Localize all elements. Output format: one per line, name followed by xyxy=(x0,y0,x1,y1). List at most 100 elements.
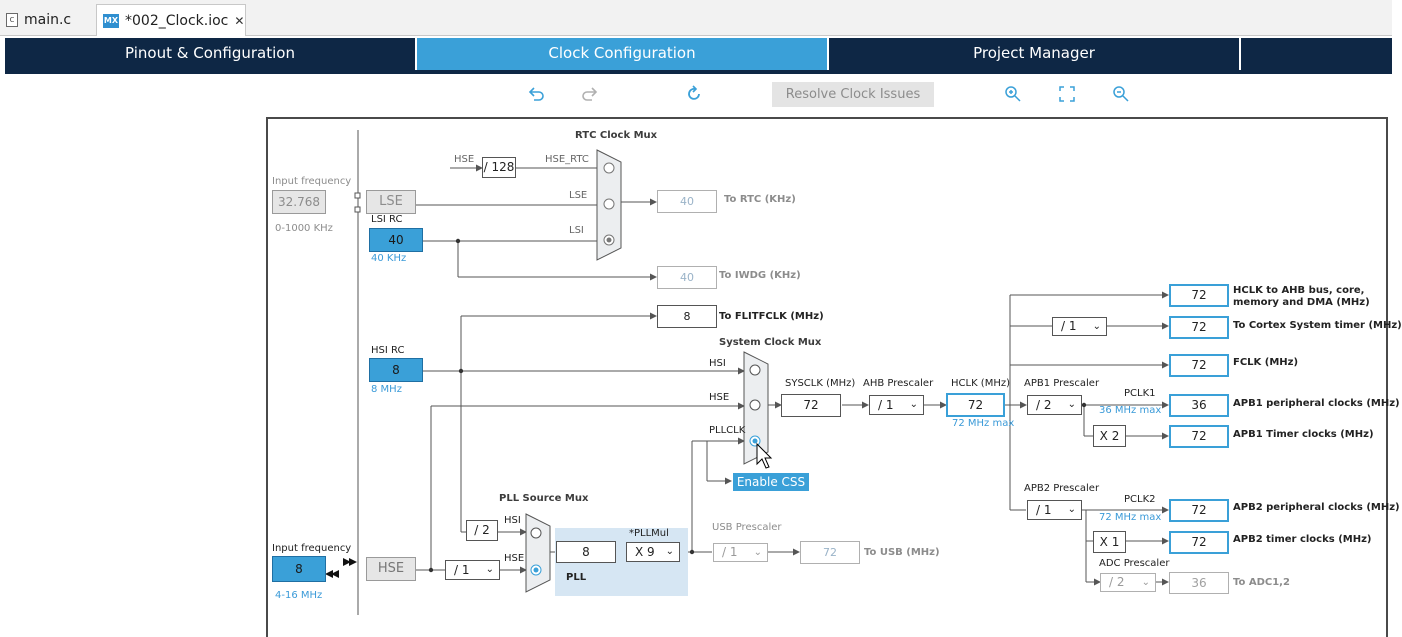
apb2-prescaler-value: / 1 xyxy=(1036,503,1052,517)
fit-screen-icon[interactable] xyxy=(1057,84,1077,104)
tab-pinout-configuration[interactable]: Pinout & Configuration xyxy=(5,38,417,70)
iwdg-output-label: To IWDG (KHz) xyxy=(719,270,801,281)
usb-prescaler-value: / 1 xyxy=(722,545,738,559)
system-clock-mux-title: System Clock Mux xyxy=(719,337,822,348)
tab-underline xyxy=(5,70,1392,74)
hse-input-frequency-field[interactable]: 8 xyxy=(272,556,326,582)
hclk-ahb-output-label-line2: memory and DMA (MHz) xyxy=(1233,297,1370,308)
adc-output-label: To ADC1,2 xyxy=(1233,577,1290,588)
flitfclk-output-value: 8 xyxy=(657,305,717,328)
enable-css-button[interactable]: Enable CSS xyxy=(733,473,809,491)
hclk-value-field[interactable]: 72 xyxy=(946,393,1005,417)
pllsrc-hse-label: HSE xyxy=(504,553,525,564)
lse-range-label: 0-1000 KHz xyxy=(275,223,333,234)
cortex-timer-output-value: 72 xyxy=(1169,316,1229,339)
close-icon[interactable]: ✕ xyxy=(234,13,245,28)
hclk-ahb-output-label: HCLK to AHB bus, core, xyxy=(1233,285,1365,296)
hse-prediv-select[interactable]: / 1⌄ xyxy=(445,560,500,580)
apb1-prescaler-value: / 2 xyxy=(1036,398,1052,412)
hse-range-label: 4-16 MHz xyxy=(275,590,323,601)
hse-rtc-divider: / 128 xyxy=(482,157,516,178)
adc-prescaler-value: / 2 xyxy=(1109,575,1125,589)
redo-icon[interactable] xyxy=(580,84,600,104)
usb-prescaler-select[interactable]: / 1⌄ xyxy=(713,543,768,562)
refresh-icon[interactable] xyxy=(684,84,704,104)
c-file-icon: c xyxy=(6,13,18,27)
pllmul-value: X 9 xyxy=(635,545,655,559)
pclk2-label: PCLK2 xyxy=(1124,494,1156,505)
apb2-timer-output-value: 72 xyxy=(1169,531,1229,554)
fclk-output-value: 72 xyxy=(1169,354,1229,377)
apb1-prescaler-select[interactable]: / 2⌄ xyxy=(1027,395,1082,415)
undo-icon[interactable] xyxy=(526,84,546,104)
hclk-ahb-output-value: 72 xyxy=(1169,284,1229,307)
apb1-max-label: 36 MHz max xyxy=(1099,405,1162,416)
rtc-lsi-label: LSI xyxy=(569,225,584,236)
chevron-down-icon: ⌄ xyxy=(1067,504,1076,515)
ahb-prescaler-label: AHB Prescaler xyxy=(863,378,934,389)
pll-input-value: 8 xyxy=(556,541,616,563)
apb2-timer-output-label: APB2 timer clocks (MHz) xyxy=(1233,534,1372,545)
apb2-peripheral-output-label: APB2 peripheral clocks (MHz) xyxy=(1233,502,1400,513)
hclk-label: HCLK (MHz) xyxy=(951,378,1011,389)
sysmux-hse-label: HSE xyxy=(709,392,730,403)
resolve-clock-issues-button[interactable]: Resolve Clock Issues xyxy=(772,82,934,107)
editor-tab-main-c[interactable]: c main.c xyxy=(0,4,95,36)
sysclk-label: SYSCLK (MHz) xyxy=(785,378,856,389)
editor-tab-clock-ioc[interactable]: MX *002_Clock.ioc ✕ xyxy=(96,4,246,36)
iwdg-output-value: 40 xyxy=(657,266,717,289)
pllmul-label: *PLLMul xyxy=(629,528,669,539)
zoom-out-icon[interactable] xyxy=(1111,84,1131,104)
lsi-rc-freq: 40 KHz xyxy=(371,253,407,264)
hsi-pll-divider: / 2 xyxy=(466,520,498,541)
editor-tab-label: main.c xyxy=(24,12,72,28)
flitfclk-output-label: To FLITFCLK (MHz) xyxy=(719,311,824,322)
pclk1-label: PCLK1 xyxy=(1124,388,1156,399)
fclk-output-label: FCLK (MHz) xyxy=(1233,357,1299,368)
chevron-down-icon: ⌄ xyxy=(909,399,918,410)
pll-source-mux xyxy=(525,513,551,593)
hsi-rc-freq: 8 MHz xyxy=(371,384,402,395)
rtc-output-value: 40 xyxy=(657,190,717,213)
editor-tab-label: *002_Clock.ioc xyxy=(125,12,229,29)
lse-input-frequency-field[interactable]: 32.768 xyxy=(272,190,326,214)
apb2-prescaler-label: APB2 Prescaler xyxy=(1024,483,1100,494)
tab-project-manager[interactable]: Project Manager xyxy=(829,38,1241,70)
pll-label: PLL xyxy=(566,572,587,583)
usb-prescaler-label: USB Prescaler xyxy=(712,522,782,533)
adc-output-value: 36 xyxy=(1169,572,1229,594)
hsi-rc-label: HSI RC xyxy=(371,345,405,356)
chevron-down-icon: ⌄ xyxy=(485,564,494,575)
main-tab-bar: Pinout & Configuration Clock Configurati… xyxy=(5,38,1392,70)
adc-prescaler-label: ADC Prescaler xyxy=(1099,558,1170,569)
rtc-output-label: To RTC (KHz) xyxy=(724,194,796,205)
cortex-timer-divider-value: / 1 xyxy=(1061,319,1077,333)
adc-prescaler-select[interactable]: / 2 ⌄ xyxy=(1100,573,1156,592)
sysclk-value: 72 xyxy=(781,394,841,417)
lse-input-frequency-label: Input frequency xyxy=(272,176,352,187)
zoom-in-icon[interactable] xyxy=(1003,84,1023,104)
hsi-rc-value[interactable]: 8 xyxy=(369,358,423,382)
sysmux-pllclk-label: PLLCLK xyxy=(709,425,746,436)
clock-tree-wires xyxy=(325,130,1169,615)
apb2-timer-multiplier: X 1 xyxy=(1093,531,1126,553)
apb1-timer-output-label: APB1 Timer clocks (MHz) xyxy=(1233,429,1374,440)
clock-tree-diagram xyxy=(266,117,1388,637)
apb2-max-label: 72 MHz max xyxy=(1099,512,1162,523)
pll-source-mux-title: PLL Source Mux xyxy=(499,493,589,504)
ahb-prescaler-select[interactable]: / 1 ⌄ xyxy=(869,395,924,415)
chevron-down-icon: ⌄ xyxy=(1092,321,1101,332)
lsi-rc-value[interactable]: 40 xyxy=(369,228,423,252)
apb2-prescaler-select[interactable]: / 1 ⌄ xyxy=(1027,500,1082,520)
pllmul-select[interactable]: X 9⌄ xyxy=(626,542,680,562)
hse-rtc-label: HSE_RTC xyxy=(545,154,589,165)
tab-clock-configuration[interactable]: Clock Configuration xyxy=(417,38,829,70)
chevron-down-icon: ⌄ xyxy=(1141,577,1150,588)
rtc-clock-mux-title: RTC Clock Mux xyxy=(575,130,658,141)
apb1-peripheral-output-value: 36 xyxy=(1169,394,1229,417)
apb1-prescaler-label: APB1 Prescaler xyxy=(1024,378,1100,389)
ahb-prescaler-value: / 1 xyxy=(878,398,894,412)
cortex-timer-divider-select[interactable]: / 1 ⌄ xyxy=(1052,317,1107,336)
hclk-max-label: 72 MHz max xyxy=(952,418,1015,429)
